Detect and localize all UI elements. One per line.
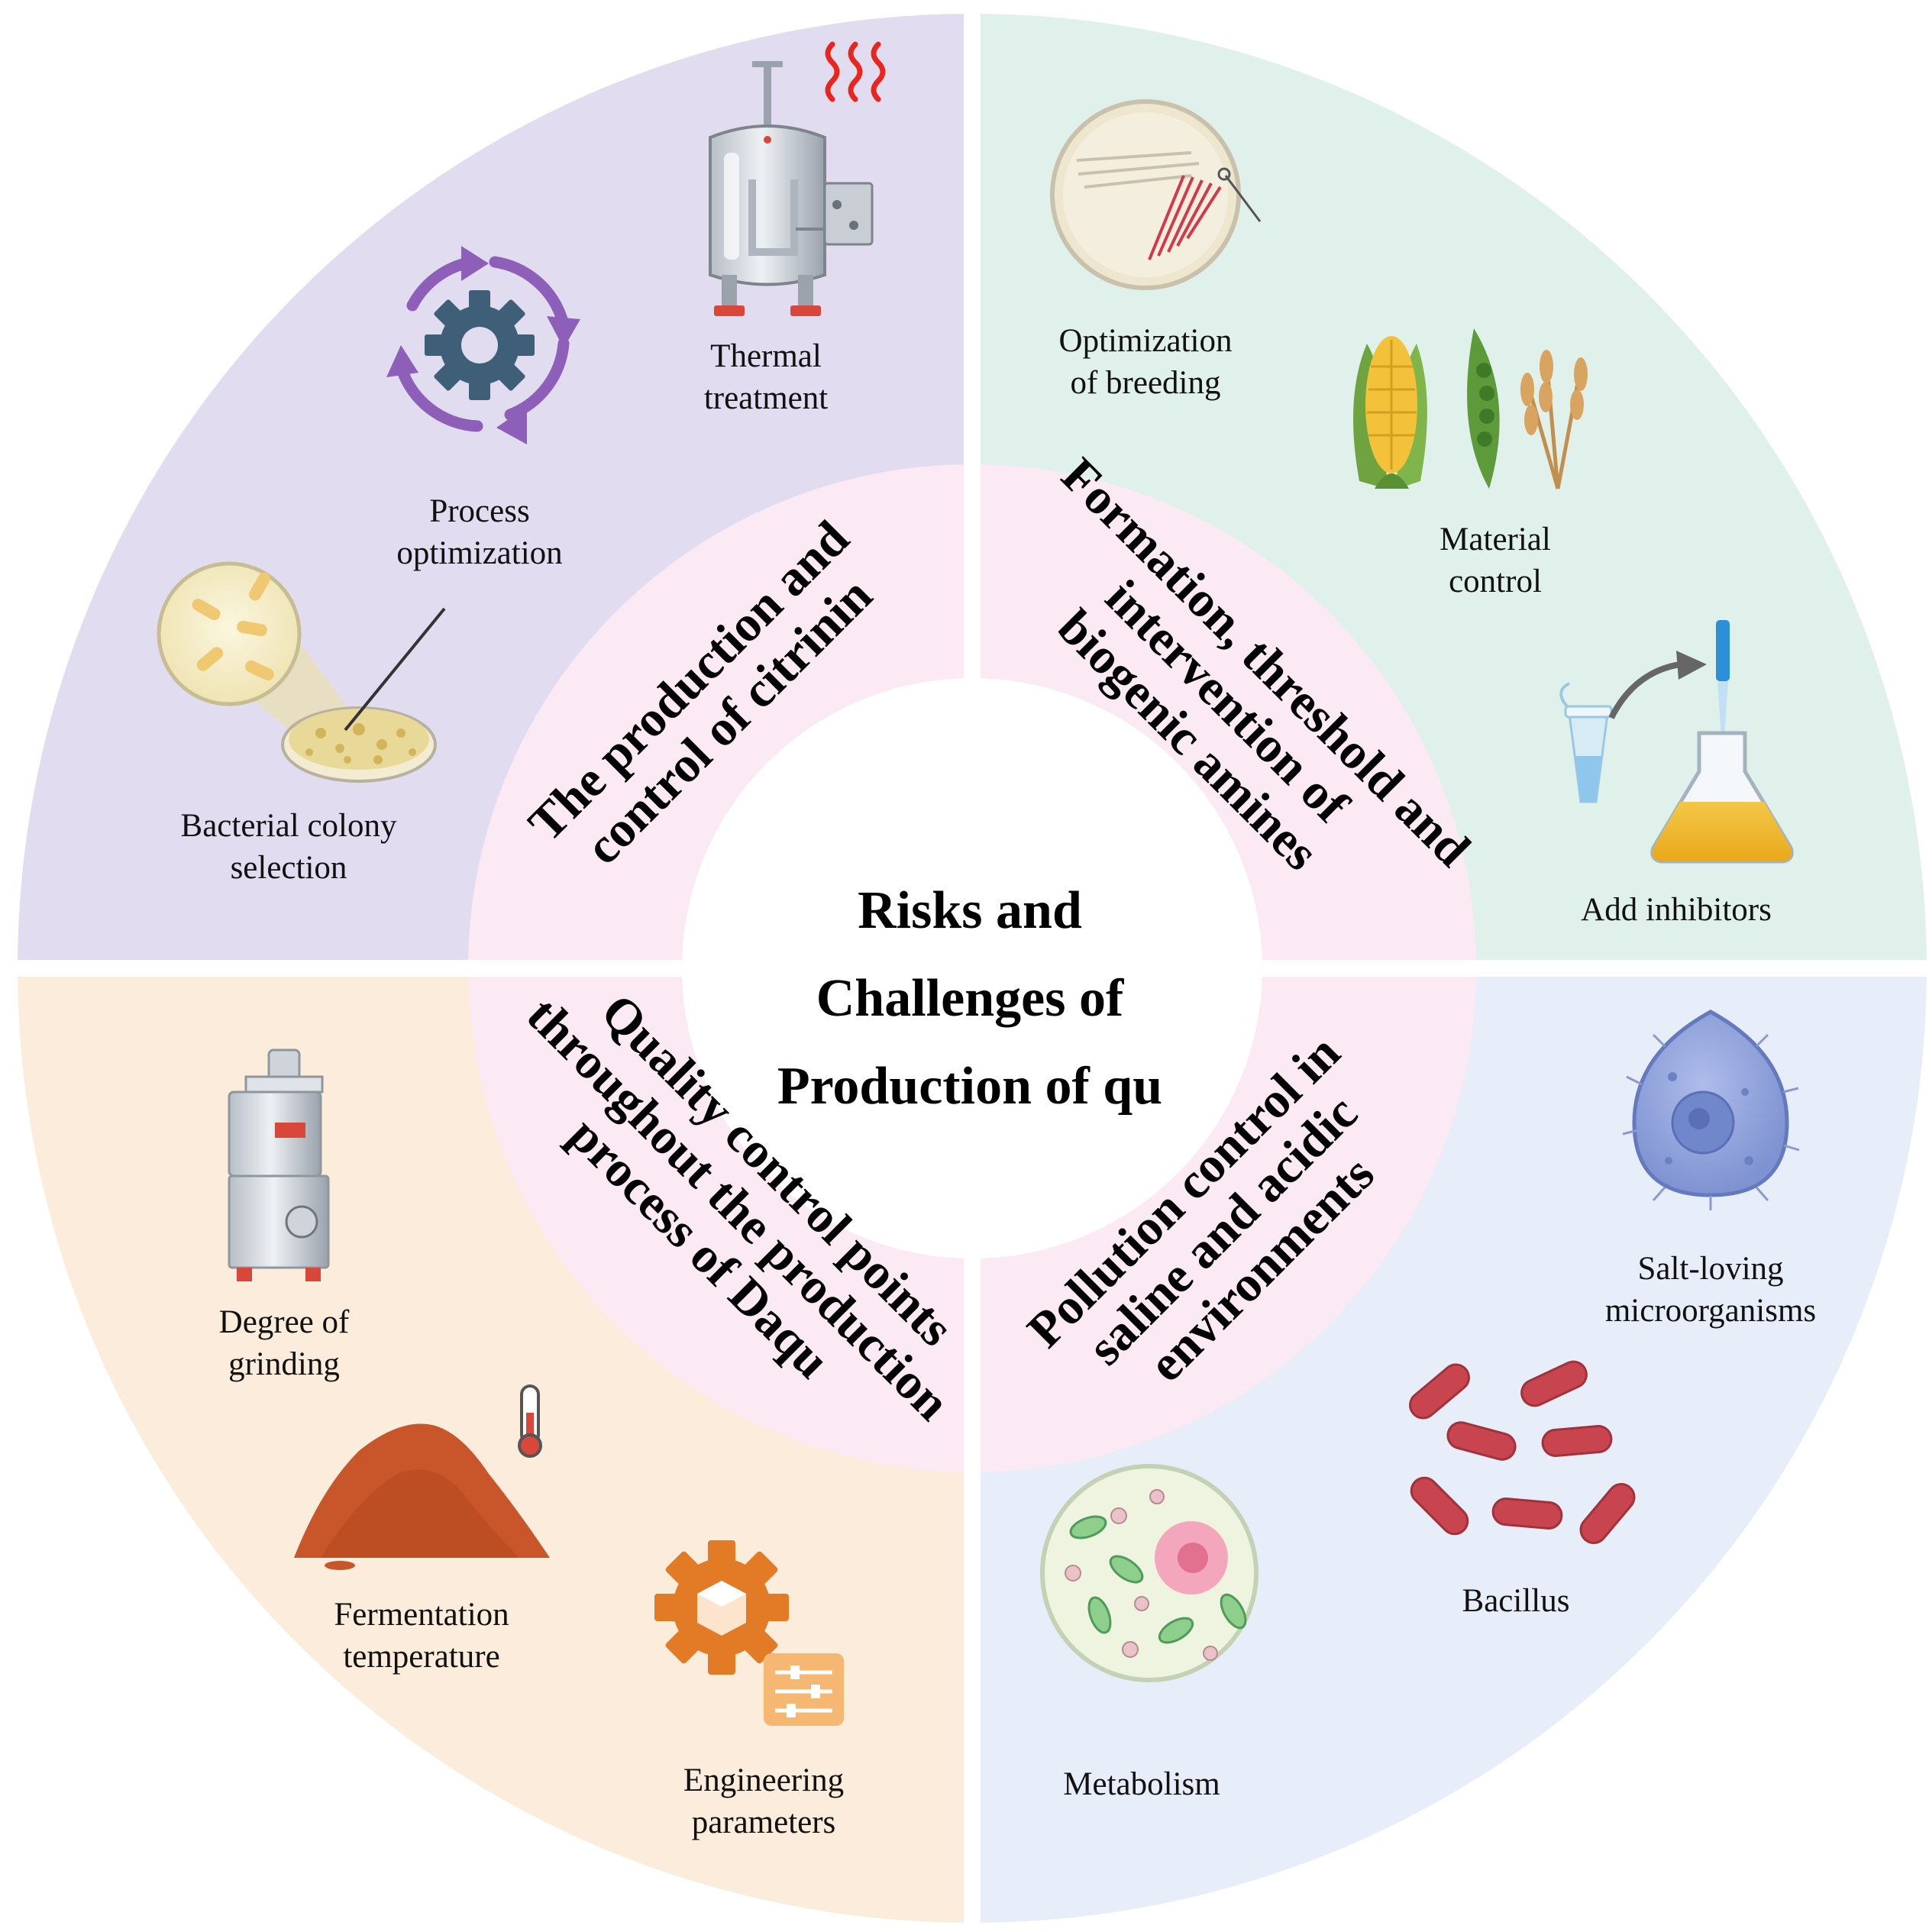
label-thermal-treatment-line-2: treatment [704, 380, 828, 416]
streak-plate-icon [1050, 99, 1262, 290]
label-optimization-of-breeding: Optimization of breeding [1059, 323, 1233, 401]
label-metabolism-line-1: Metabolism [1063, 1766, 1220, 1802]
label-degree-of-grinding: Degree of grinding [219, 1304, 350, 1382]
label-breeding-line-2: of breeding [1070, 365, 1220, 401]
label-process-optimization: Process optimization [396, 493, 562, 571]
center-title: Risks and Challenges of Production of qu [777, 881, 1162, 1116]
label-salt-loving-line-1: Salt-loving [1637, 1251, 1783, 1287]
center-title-line-2: Challenges of [816, 969, 1124, 1028]
label-engineering-parameters: Engineering parameters [683, 1762, 844, 1840]
label-salt-loving-microorganisms: Salt-loving microorganisms [1605, 1251, 1816, 1329]
grains-icon [1353, 328, 1588, 489]
flask-pipette-icon [1559, 620, 1794, 864]
label-bacterial-colony-line-1: Bacterial colony [181, 808, 397, 844]
arrow-icon [1608, 661, 1681, 719]
wheat-icon [1520, 350, 1588, 489]
center-title-line-3: Production of qu [777, 1057, 1162, 1116]
label-engineering-line-1: Engineering [683, 1762, 844, 1798]
label-bacterial-colony-line-2: selection [231, 850, 347, 886]
qu-pile-thermometer-icon [294, 1384, 550, 1570]
cell-culture-icon [1040, 1464, 1259, 1682]
label-fermentation-line-2: temperature [343, 1639, 499, 1675]
engineering-gear-icon [654, 1540, 844, 1726]
thermometer-icon [518, 1384, 542, 1458]
petri-dish-colony-icon [157, 561, 446, 783]
bioreactor-icon [709, 61, 874, 316]
label-thermal-treatment: Thermal treatment [704, 338, 828, 416]
gear-cycle-icon [386, 246, 580, 444]
label-add-inhibitors-line-1: Add inhibitors [1581, 892, 1772, 928]
label-grinding-line-1: Degree of [219, 1304, 350, 1340]
heat-waves-icon [825, 41, 886, 102]
bacillus-rods-icon [1409, 1360, 1636, 1544]
label-add-inhibitors: Add inhibitors [1581, 892, 1772, 928]
label-bacillus: Bacillus [1462, 1583, 1570, 1619]
center-title-line-1: Risks and [858, 881, 1082, 940]
label-material-control-line-1: Material [1439, 522, 1551, 557]
label-bacillus-line-1: Bacillus [1462, 1583, 1570, 1619]
label-thermal-treatment-line-1: Thermal [710, 338, 822, 374]
label-bacterial-colony-selection: Bacterial colony selection [181, 808, 397, 886]
label-salt-loving-line-2: microorganisms [1605, 1293, 1816, 1329]
label-material-control: Material control [1439, 522, 1551, 599]
label-material-control-line-2: control [1449, 564, 1542, 599]
microtube-icon [1559, 682, 1613, 803]
inner-ring [462, 458, 1482, 1478]
microorganism-cell-icon [1622, 1010, 1800, 1210]
label-breeding-line-1: Optimization [1059, 323, 1233, 359]
label-engineering-line-2: parameters [692, 1804, 836, 1840]
center-circle [682, 678, 1262, 1258]
corn-icon [1353, 336, 1427, 489]
pea-pod-icon [1467, 328, 1500, 489]
label-process-optimization-line-1: Process [429, 493, 529, 529]
label-grinding-line-2: grinding [228, 1346, 340, 1382]
label-fermentation-temperature: Fermentation temperature [334, 1597, 509, 1675]
label-metabolism: Metabolism [1063, 1766, 1220, 1802]
grinder-machine-icon [228, 1048, 330, 1281]
label-process-optimization-line-2: optimization [396, 535, 562, 571]
label-fermentation-line-1: Fermentation [334, 1597, 509, 1633]
